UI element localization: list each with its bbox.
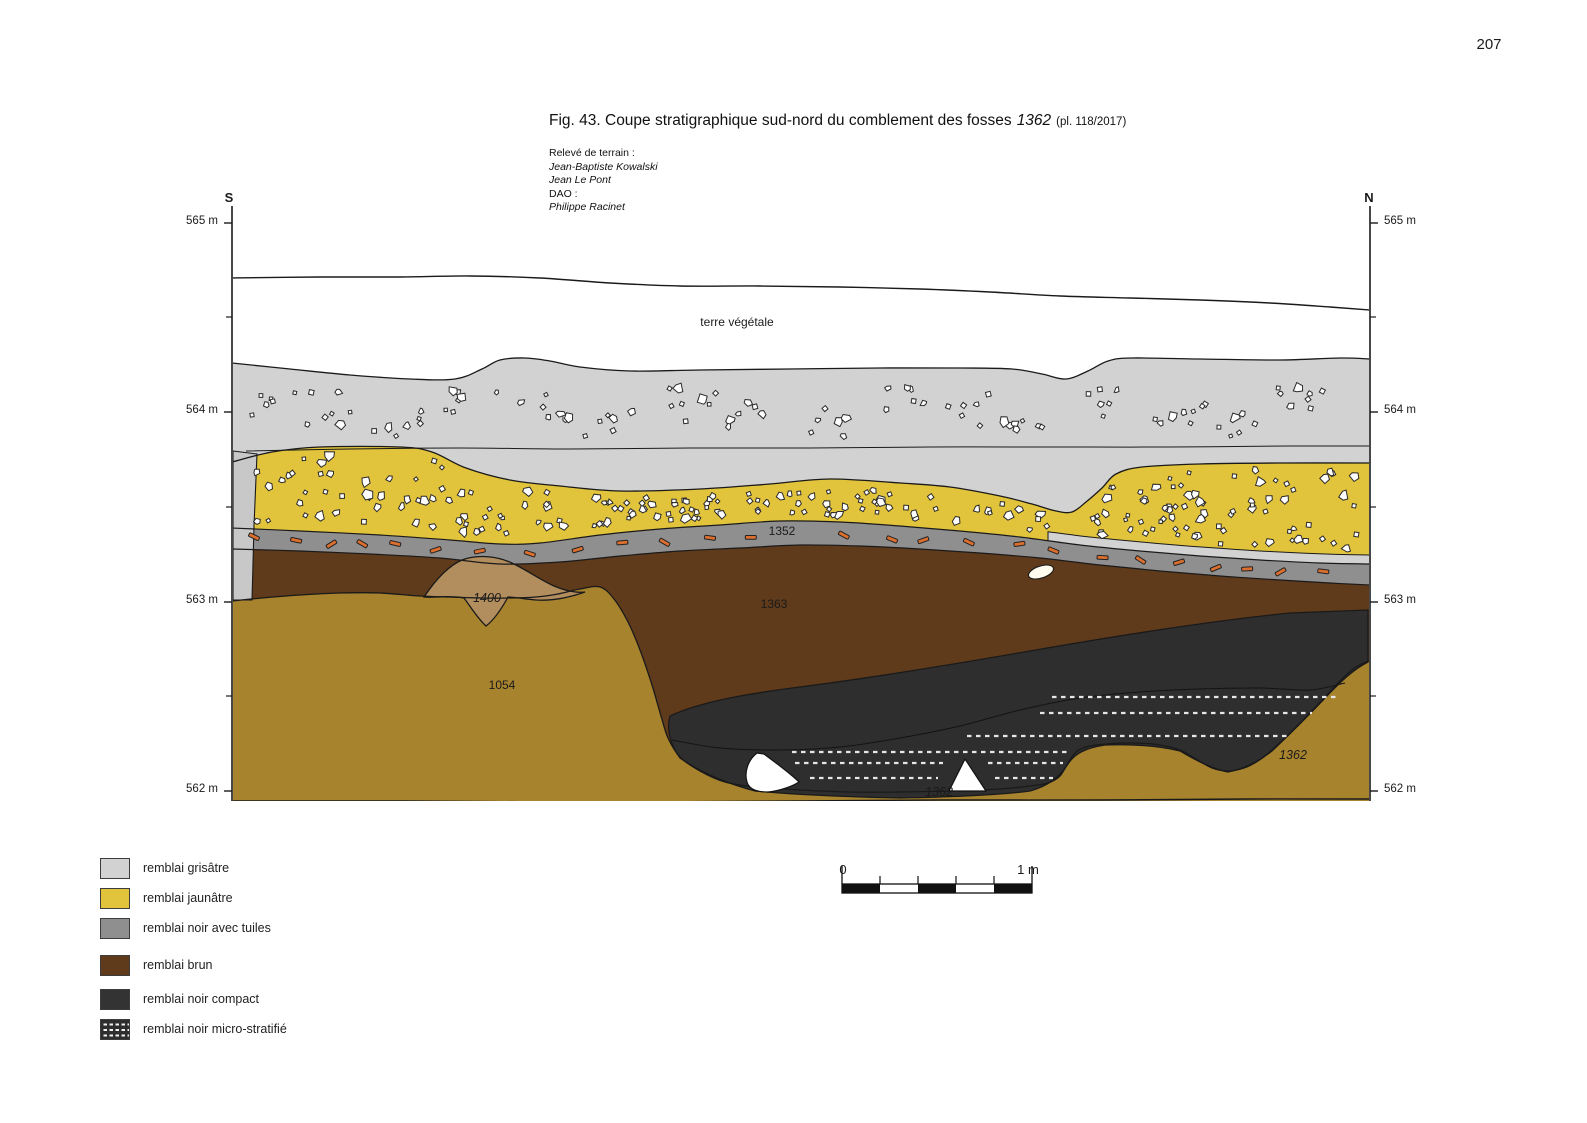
label-us-1054: 1054	[488, 678, 516, 692]
section-end-north: N	[1364, 190, 1374, 205]
legend-label-noir-compact: remblai noir compact	[143, 992, 260, 1006]
fill-remblai-noir-tuiles	[233, 520, 1369, 585]
figure-credits: Relevé de terrain : Jean-Baptiste Kowals…	[549, 147, 658, 215]
elevation-right-562: 562 m	[1384, 783, 1416, 795]
label-us-1362-right: 1362	[1279, 748, 1307, 762]
credit-dao-label: DAO :	[549, 187, 578, 200]
scale-start-label: 0	[839, 862, 847, 877]
fill-pit-1400	[422, 555, 586, 627]
elevation-left-565: 565 m	[186, 215, 218, 227]
label-terre-vegetale: terre végétale	[700, 315, 774, 329]
layer-boundaries	[233, 275, 1369, 801]
label-us-1400: 1400	[473, 591, 501, 605]
elevation-right-565: 565 m	[1384, 215, 1416, 227]
legend-swatch-grisatre	[100, 857, 130, 879]
stone-in-pit-right	[948, 758, 987, 792]
legend: remblai grisâtre remblai jaunâtre rembla…	[100, 857, 287, 1040]
label-us-1362-bottom: 1362	[925, 785, 953, 799]
credit-surveyor-2: Jean Le Pont	[549, 174, 611, 186]
section-end-south: S	[224, 190, 234, 205]
legend-item-micro-stratifie: remblai noir micro-stratifié	[100, 1018, 287, 1040]
page-number: 207	[1476, 36, 1502, 53]
credit-dao-author: Philippe Racinet	[549, 201, 625, 213]
elevation-left-562: 562 m	[186, 783, 218, 795]
micro-stratified-dashes	[792, 695, 1338, 780]
stone-specks-yellow-layer	[252, 451, 1360, 553]
credit-surveyor-1: Jean-Baptiste Kowalski	[549, 160, 658, 173]
legend-item-jaunatre: remblai jaunâtre	[100, 887, 287, 909]
figure-caption: Fig. 43. Coupe stratigraphique sud-nord …	[549, 112, 1126, 130]
legend-item-noir-tuiles: remblai noir avec tuiles	[100, 917, 287, 939]
stone-in-pit-left	[745, 752, 800, 793]
elevation-left-563: 563 m	[186, 594, 218, 606]
large-stones	[745, 564, 1055, 793]
layer-fills	[233, 357, 1369, 801]
legend-swatch-noir-tuiles	[100, 917, 130, 939]
elevation-left-564: 564 m	[186, 404, 218, 416]
scale-bar	[841, 866, 1033, 894]
legend-label-grisatre: remblai grisâtre	[143, 861, 230, 875]
stone-in-brown	[1027, 564, 1055, 580]
legend-item-brun: remblai brun	[100, 954, 287, 976]
caption-plate-ref: (pl. 118/2017)	[1056, 116, 1127, 128]
stone-specks-gray-layer	[249, 381, 1327, 441]
label-us-1352: 1352	[768, 524, 796, 538]
elevation-right-563: 563 m	[1384, 594, 1416, 606]
legend-swatch-brun	[100, 954, 130, 976]
legend-label-micro-stratifie: remblai noir micro-stratifié	[143, 1022, 287, 1036]
legend-label-jaunatre: remblai jaunâtre	[143, 891, 233, 905]
label-us-1363: 1363	[760, 597, 788, 611]
legend-item-noir-compact: remblai noir compact	[100, 988, 287, 1010]
elevation-axes	[224, 206, 1378, 801]
credit-survey-label: Relevé de terrain :	[549, 147, 635, 159]
tile-fragments	[248, 530, 1330, 577]
legend-item-grisatre: remblai grisâtre	[100, 857, 287, 879]
legend-swatch-micro-stratifie	[100, 1018, 130, 1040]
legend-label-noir-tuiles: remblai noir avec tuiles	[143, 921, 271, 935]
caption-feature-number: 1362	[1016, 112, 1052, 129]
legend-label-brun: remblai brun	[143, 958, 213, 972]
layer-inclusions	[248, 381, 1360, 793]
caption-text: Fig. 43. Coupe stratigraphique sud-nord …	[549, 112, 1012, 129]
elevation-right-564: 564 m	[1384, 404, 1416, 416]
legend-swatch-noir-compact	[100, 988, 130, 1010]
scale-end-label: 1 m	[1017, 862, 1039, 877]
legend-swatch-jaunatre	[100, 887, 130, 909]
fill-left-baulk	[233, 450, 258, 601]
